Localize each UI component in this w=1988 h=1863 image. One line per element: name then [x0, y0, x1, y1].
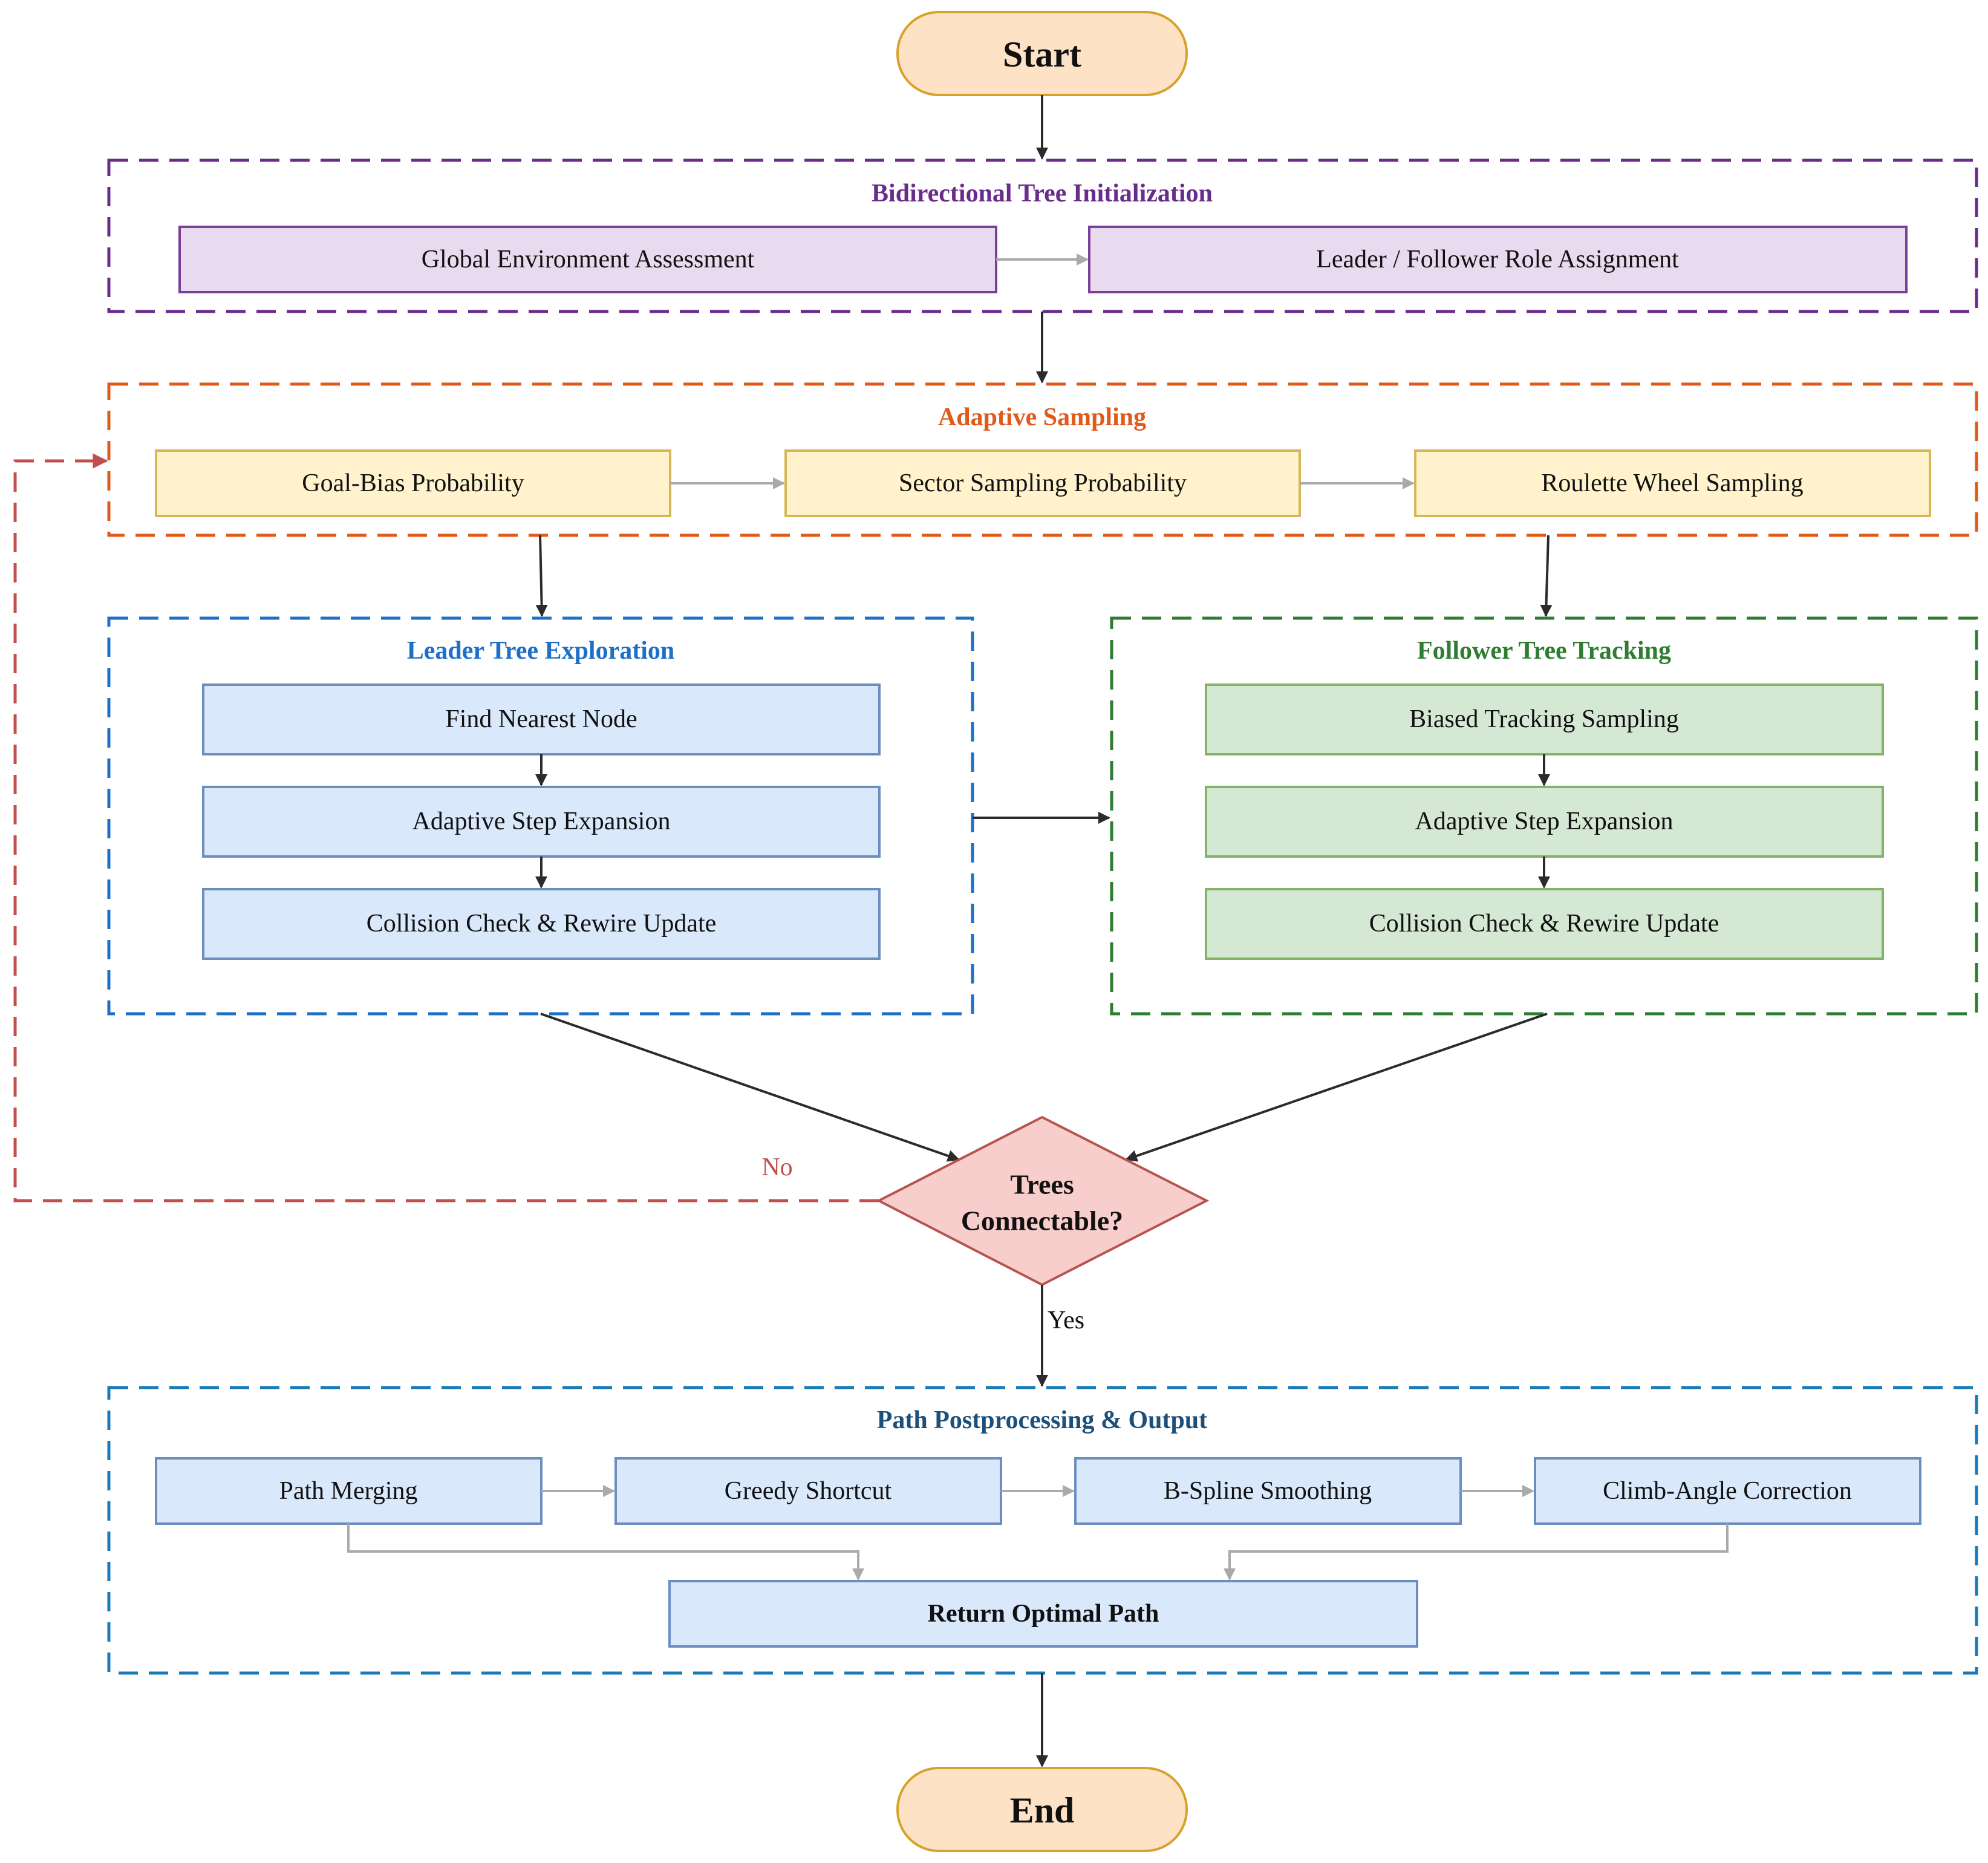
step-greedy-shortcut: Greedy Shortcut — [614, 1457, 1002, 1525]
step-find-nearest-node: Find Nearest Node — [202, 684, 881, 755]
step-label: Leader / Follower Role Assignment — [1316, 246, 1679, 273]
decision-label-line2: Connectable? — [961, 1206, 1123, 1236]
edge-label-no: No — [761, 1153, 792, 1181]
step-label: Sector Sampling Probability — [899, 469, 1187, 497]
group-title-post: Path Postprocessing & Output — [877, 1406, 1207, 1434]
group-title-init: Bidirectional Tree Initialization — [872, 180, 1213, 207]
group-follower-tree: Follower Tree Tracking Biased Tracking S… — [1110, 616, 1978, 1016]
step-label: Adaptive Step Expansion — [412, 808, 671, 835]
group-title-sampling: Adaptive Sampling — [938, 403, 1146, 431]
step-label: Collision Check & Rewire Update — [1369, 910, 1719, 938]
step-label: Adaptive Step Expansion — [1415, 808, 1674, 835]
arrow-leader-to-decision — [540, 1013, 960, 1162]
step-b-spline-smoothing: B-Spline Smoothing — [1074, 1457, 1462, 1525]
step-return-optimal-path: Return Optimal Path — [668, 1580, 1418, 1648]
step-label: Global Environment Assessment — [422, 246, 755, 273]
step-roulette-wheel-sampling: Roulette Wheel Sampling — [1414, 449, 1931, 517]
step-label: Collision Check & Rewire Update — [367, 910, 717, 938]
group-title-leader: Leader Tree Exploration — [407, 637, 675, 665]
step-collision-check-leader: Collision Check & Rewire Update — [202, 888, 881, 960]
step-adaptive-step-expansion-follower: Adaptive Step Expansion — [1205, 786, 1884, 858]
step-adaptive-step-expansion-leader: Adaptive Step Expansion — [202, 786, 881, 858]
decision-label-line1: Trees — [1010, 1169, 1074, 1200]
edge-label-yes: Yes — [1048, 1307, 1084, 1334]
step-role-assignment: Leader / Follower Role Assignment — [1088, 226, 1908, 293]
end-terminal: End — [896, 1767, 1188, 1852]
step-sector-sampling-probability: Sector Sampling Probability — [784, 449, 1301, 517]
group-bidirectional-init: Bidirectional Tree Initialization Global… — [107, 158, 1978, 313]
decision-trees-connectable: Trees Connectable? — [876, 1115, 1210, 1287]
step-label: B-Spline Smoothing — [1164, 1477, 1372, 1505]
step-global-environment-assessment: Global Environment Assessment — [178, 226, 997, 293]
arrow-sampling-to-follower — [1540, 535, 1553, 617]
group-adaptive-sampling: Adaptive Sampling Goal-Bias Probability … — [107, 382, 1978, 537]
step-label: Path Merging — [279, 1477, 417, 1505]
end-label: End — [1010, 1790, 1075, 1830]
step-label: Goal-Bias Probability — [302, 469, 524, 497]
start-terminal: Start — [896, 11, 1188, 96]
arrow-climb-to-result — [1224, 1524, 1729, 1581]
step-label: Biased Tracking Sampling — [1409, 705, 1679, 733]
step-path-merging: Path Merging — [155, 1457, 543, 1525]
result-label: Return Optimal Path — [928, 1600, 1159, 1628]
step-label: Greedy Shortcut — [725, 1477, 892, 1505]
arrow-no-loop-back — [13, 453, 879, 1202]
step-label: Find Nearest Node — [445, 705, 637, 733]
start-label: Start — [1003, 34, 1081, 74]
step-goal-bias-probability: Goal-Bias Probability — [155, 449, 671, 517]
arrow-merging-to-result — [347, 1524, 864, 1581]
step-label: Climb-Angle Correction — [1603, 1477, 1852, 1505]
step-collision-check-follower: Collision Check & Rewire Update — [1205, 888, 1884, 960]
group-title-follower: Follower Tree Tracking — [1417, 637, 1671, 665]
group-leader-tree: Leader Tree Exploration Find Nearest Nod… — [107, 616, 974, 1016]
arrow-sampling-to-leader — [535, 535, 548, 617]
step-biased-tracking-sampling: Biased Tracking Sampling — [1205, 684, 1884, 755]
group-path-postprocessing: Path Postprocessing & Output Path Mergin… — [107, 1386, 1978, 1675]
step-climb-angle-correction: Climb-Angle Correction — [1534, 1457, 1921, 1525]
arrow-follower-to-decision — [1125, 1013, 1548, 1162]
step-label: Roulette Wheel Sampling — [1541, 469, 1803, 497]
